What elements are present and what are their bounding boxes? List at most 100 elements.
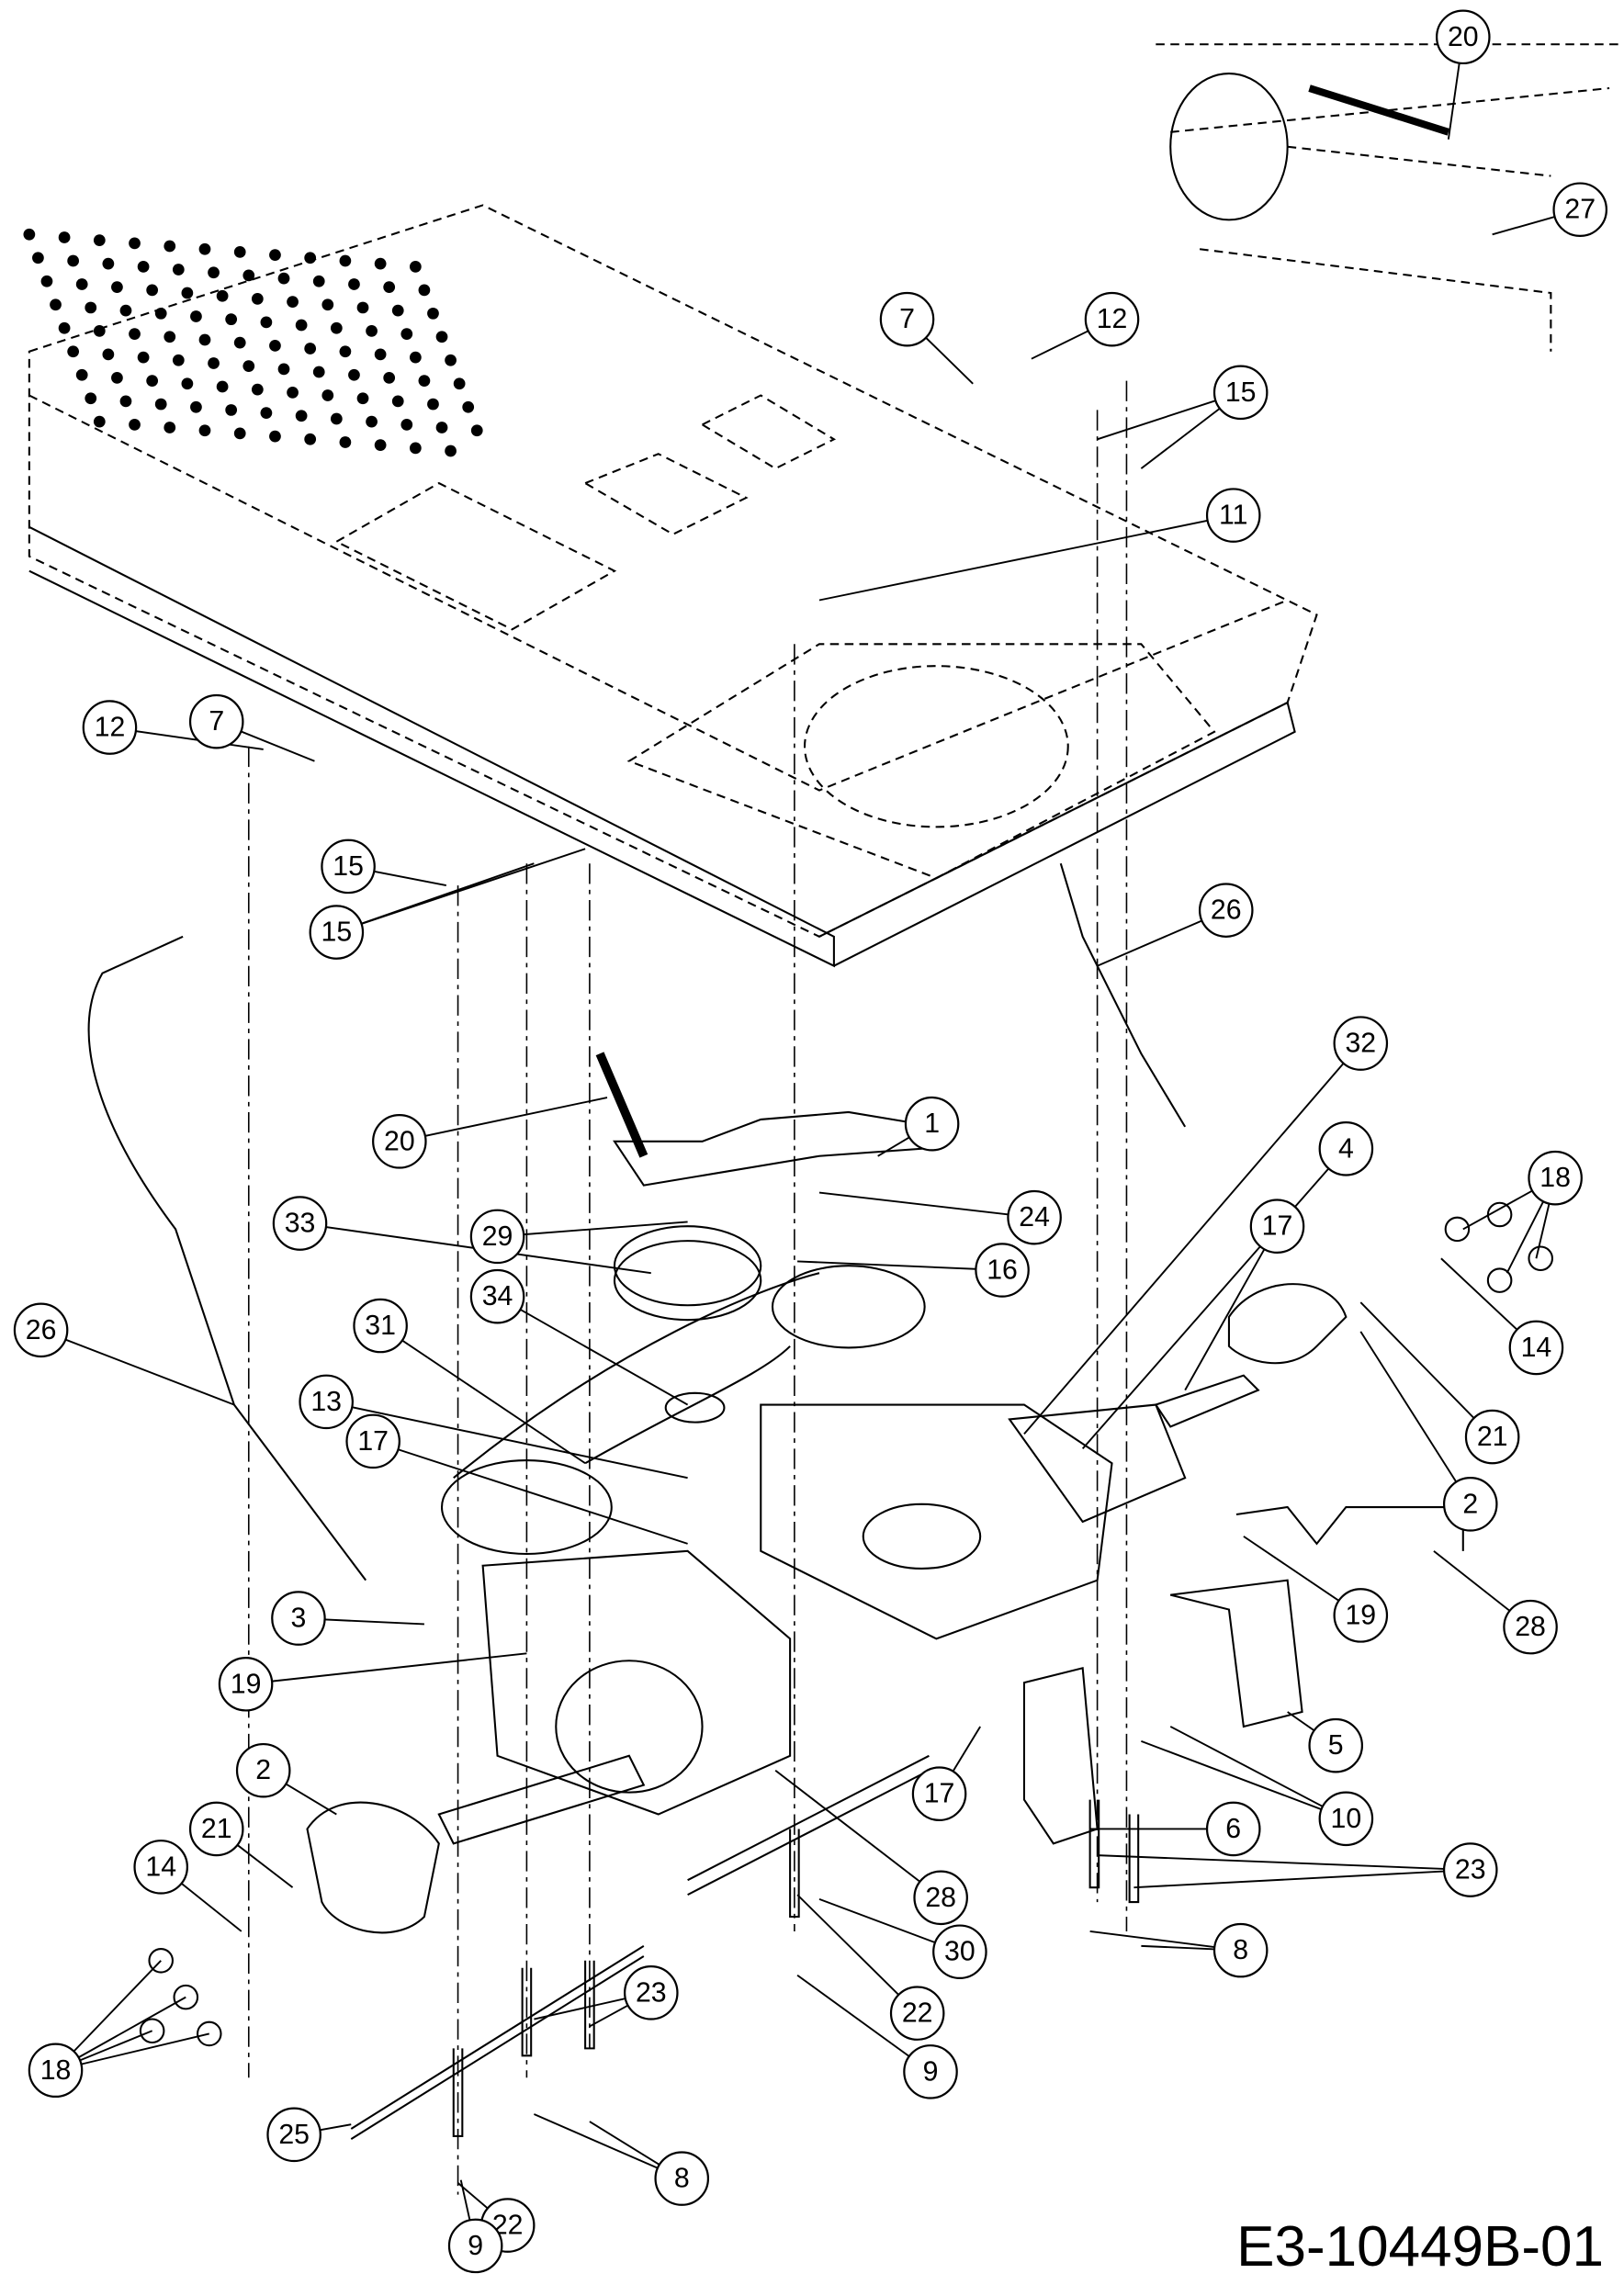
callout-number: 21	[1477, 1422, 1508, 1452]
plate-perforation	[348, 278, 360, 290]
callout-circle	[1333, 1588, 1389, 1643]
transmission-pulley-left	[440, 1459, 613, 1556]
plate-perforation	[312, 366, 325, 378]
callout-17: 17	[345, 1413, 400, 1469]
callout-number: 27	[1564, 195, 1596, 225]
callout-number: 15	[333, 851, 364, 882]
plate-perforation	[427, 398, 439, 411]
plate-perforation	[198, 333, 211, 346]
callout-circle	[913, 1870, 968, 1926]
deck-frame-edge	[28, 394, 1289, 792]
callout-number: 12	[95, 713, 126, 743]
plate-perforation	[242, 269, 255, 282]
plate-perforation	[146, 375, 159, 387]
callout-number: 16	[987, 1255, 1018, 1285]
deck-cutout	[334, 481, 617, 631]
plate-perforation	[304, 343, 317, 355]
plate-perforation	[102, 348, 115, 361]
bolt	[1128, 1814, 1140, 1904]
callout-circle	[903, 2044, 958, 2099]
callout-6: 6	[1205, 1801, 1261, 1857]
callout-circle	[1007, 1189, 1062, 1245]
callout-3: 3	[271, 1591, 326, 1646]
plate-perforation	[330, 321, 343, 334]
mount-bracket	[1022, 1666, 1099, 1845]
callout-circle	[1442, 1477, 1498, 1532]
callout-24: 24	[1007, 1189, 1062, 1245]
plate-perforation	[146, 284, 159, 297]
leader-line	[774, 1769, 942, 1899]
plate-perforation	[400, 328, 413, 340]
plate-perforation	[198, 424, 211, 437]
callout-21: 21	[1464, 1409, 1520, 1465]
callout-number: 23	[1455, 1855, 1486, 1885]
callout-26: 26	[13, 1302, 69, 1358]
plate-perforation	[164, 240, 176, 253]
callout-number: 18	[1539, 1163, 1571, 1193]
leader-line	[379, 1324, 586, 1465]
plate-perforation	[137, 351, 150, 364]
plate-perforation	[383, 281, 396, 294]
plate-perforation	[181, 377, 194, 390]
callout-circle	[1436, 9, 1491, 65]
callout-number: 19	[231, 1669, 262, 1699]
callout-17: 17	[911, 1766, 967, 1822]
plate-perforation	[295, 319, 308, 332]
leader-line	[1359, 1331, 1472, 1505]
leader-line	[818, 1191, 1035, 1219]
leader-line	[1184, 1225, 1279, 1391]
callout-number: 3	[291, 1604, 307, 1634]
plate-perforation	[287, 386, 299, 399]
plate-perforation	[445, 354, 457, 366]
plate-perforation	[111, 372, 123, 384]
callout-circle	[1198, 883, 1254, 938]
callout-23: 23	[1442, 1842, 1498, 1897]
callout-circle	[28, 2043, 84, 2099]
callout-circle	[321, 838, 376, 895]
hex-nut	[1444, 1216, 1471, 1243]
plate-perforation	[260, 316, 273, 329]
plate-perforation	[216, 380, 229, 393]
callout-circle	[1528, 1150, 1583, 1206]
callout-circle	[1333, 1016, 1389, 1071]
callout-16: 16	[975, 1243, 1030, 1298]
plate-perforation	[277, 272, 290, 285]
plate-perforation	[391, 304, 404, 317]
callout-circle	[1503, 1599, 1558, 1655]
plate-perforation	[391, 395, 404, 408]
plate-perforation	[321, 389, 334, 401]
idler-bracket	[613, 1110, 939, 1187]
axle-left	[437, 1754, 646, 1845]
callout-circle	[932, 1924, 987, 1980]
callout-14: 14	[1508, 1320, 1564, 1376]
deck-opening	[804, 665, 1069, 828]
leader-line	[497, 1221, 688, 1238]
callout-18: 18	[28, 2043, 84, 2099]
callout-number: 17	[357, 1426, 389, 1457]
callout-12: 12	[82, 700, 138, 755]
callout-number: 32	[1345, 1029, 1376, 1059]
plate-perforation	[172, 264, 185, 276]
plate-perforation	[409, 351, 422, 364]
plate-perforation	[339, 254, 352, 267]
callout-number: 20	[384, 1126, 415, 1156]
plate-perforation	[409, 260, 422, 273]
callout-number: 2	[255, 1755, 271, 1785]
plate-perforation	[233, 336, 246, 349]
plate-perforation	[93, 234, 106, 247]
plate-perforation	[23, 228, 36, 241]
callout-circle	[889, 1986, 945, 2041]
callout-circle	[879, 291, 935, 347]
callout-circle	[1318, 1791, 1374, 1847]
callout-20: 20	[372, 1114, 427, 1169]
leader-line	[399, 1097, 608, 1142]
callout-number: 15	[1225, 377, 1257, 408]
inset-frame	[1156, 43, 1624, 352]
control-cable-right	[1059, 862, 1187, 1128]
plate-perforation	[366, 415, 378, 428]
callout-circle	[218, 1656, 274, 1712]
plate-perforation	[129, 237, 141, 250]
callout-circle	[82, 700, 138, 755]
callout-17: 17	[1249, 1199, 1305, 1254]
